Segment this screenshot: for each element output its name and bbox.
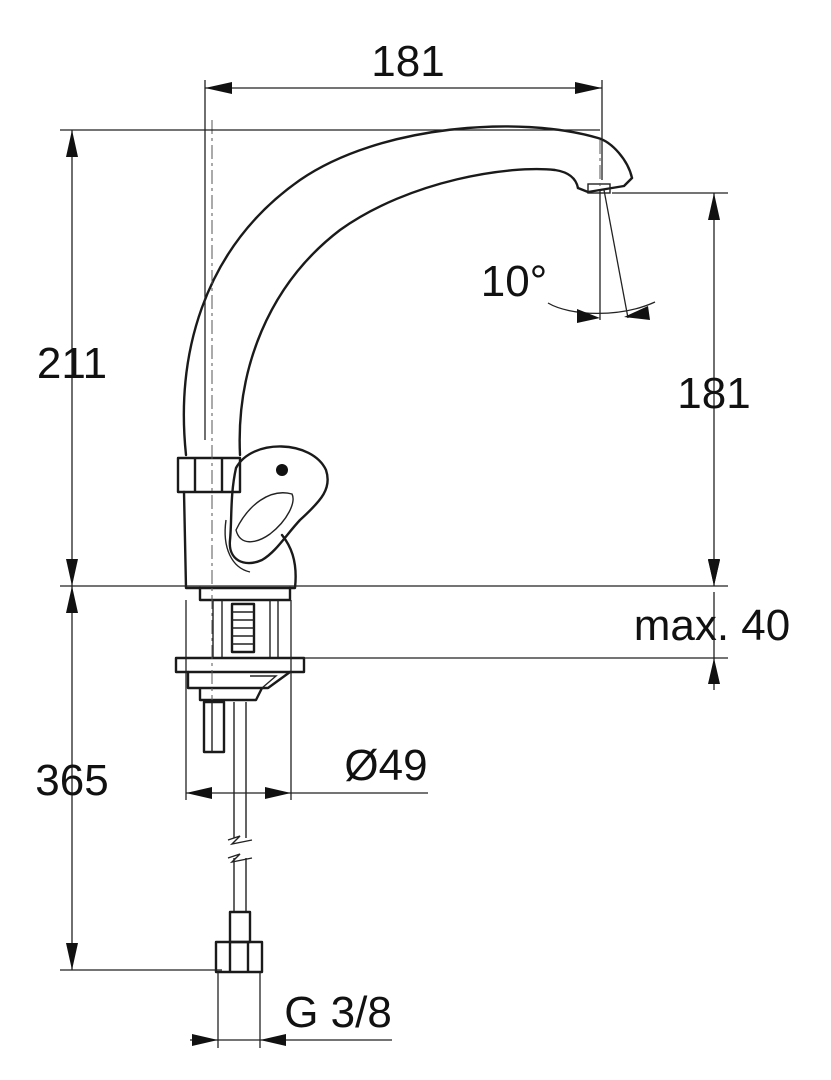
lever-handle xyxy=(228,445,329,565)
hex-nut xyxy=(214,940,264,974)
fixing-bracket xyxy=(186,670,292,702)
spout-height-label: 181 xyxy=(677,369,750,418)
hex-collar xyxy=(176,456,242,494)
arrow-right xyxy=(265,787,291,799)
spout-outer-edge xyxy=(182,125,634,457)
hose-ferrule xyxy=(228,910,252,944)
arrow-up xyxy=(66,130,78,157)
stud-left xyxy=(212,600,223,658)
flex-hose xyxy=(233,702,247,912)
arrow-right xyxy=(192,1034,218,1046)
top-width-label: 181 xyxy=(371,37,444,86)
base-diameter-label: Ø49 xyxy=(344,741,427,790)
arrow-right xyxy=(575,82,602,94)
body-lower xyxy=(182,490,297,590)
lever-detail xyxy=(235,492,294,543)
dimension-spout-angle: 10° xyxy=(481,189,656,323)
dimension-total-height: 211 xyxy=(37,129,600,586)
arrow-left xyxy=(260,1034,286,1046)
dimension-connection-thread: G 3/8 xyxy=(190,972,392,1048)
arrow-down xyxy=(66,943,78,970)
body-shoulder xyxy=(224,519,251,573)
spout-inner-edge xyxy=(238,167,580,457)
arrow-down xyxy=(66,559,78,586)
lever-indicator-dot xyxy=(276,464,288,476)
arrow-up xyxy=(708,193,720,220)
spout-tip xyxy=(576,176,634,194)
dimension-deck-thickness: max. 40 xyxy=(300,560,790,690)
arrow-left xyxy=(186,787,212,799)
arrow-up xyxy=(708,658,720,684)
mounting-shank xyxy=(198,586,292,602)
arrow-down xyxy=(708,560,720,586)
faucet-body xyxy=(174,125,634,974)
dimension-base-diameter: Ø49 xyxy=(185,600,428,800)
below-length-label: 365 xyxy=(35,756,108,805)
mounting-plate xyxy=(174,656,306,674)
pipe-stub xyxy=(202,700,226,754)
dimension-below-length: 365 xyxy=(35,586,222,971)
deck-thickness-label: max. 40 xyxy=(634,601,791,650)
aerator xyxy=(587,183,611,194)
spout-angle-label: 10° xyxy=(481,257,548,306)
dimension-top-width: 181 xyxy=(204,37,603,440)
arrow-left xyxy=(205,82,232,94)
dimension-spout-height: 181 xyxy=(612,192,751,586)
arrow-left xyxy=(577,309,600,323)
stud-thread-lines xyxy=(232,611,254,645)
total-height-label: 211 xyxy=(37,339,107,388)
arrow-up xyxy=(66,586,78,613)
arrow-right xyxy=(624,306,650,320)
hose-break-mark xyxy=(227,835,253,864)
bracket-slope xyxy=(250,675,278,689)
stud-right xyxy=(269,600,279,658)
connection-thread-label: G 3/8 xyxy=(284,988,392,1037)
